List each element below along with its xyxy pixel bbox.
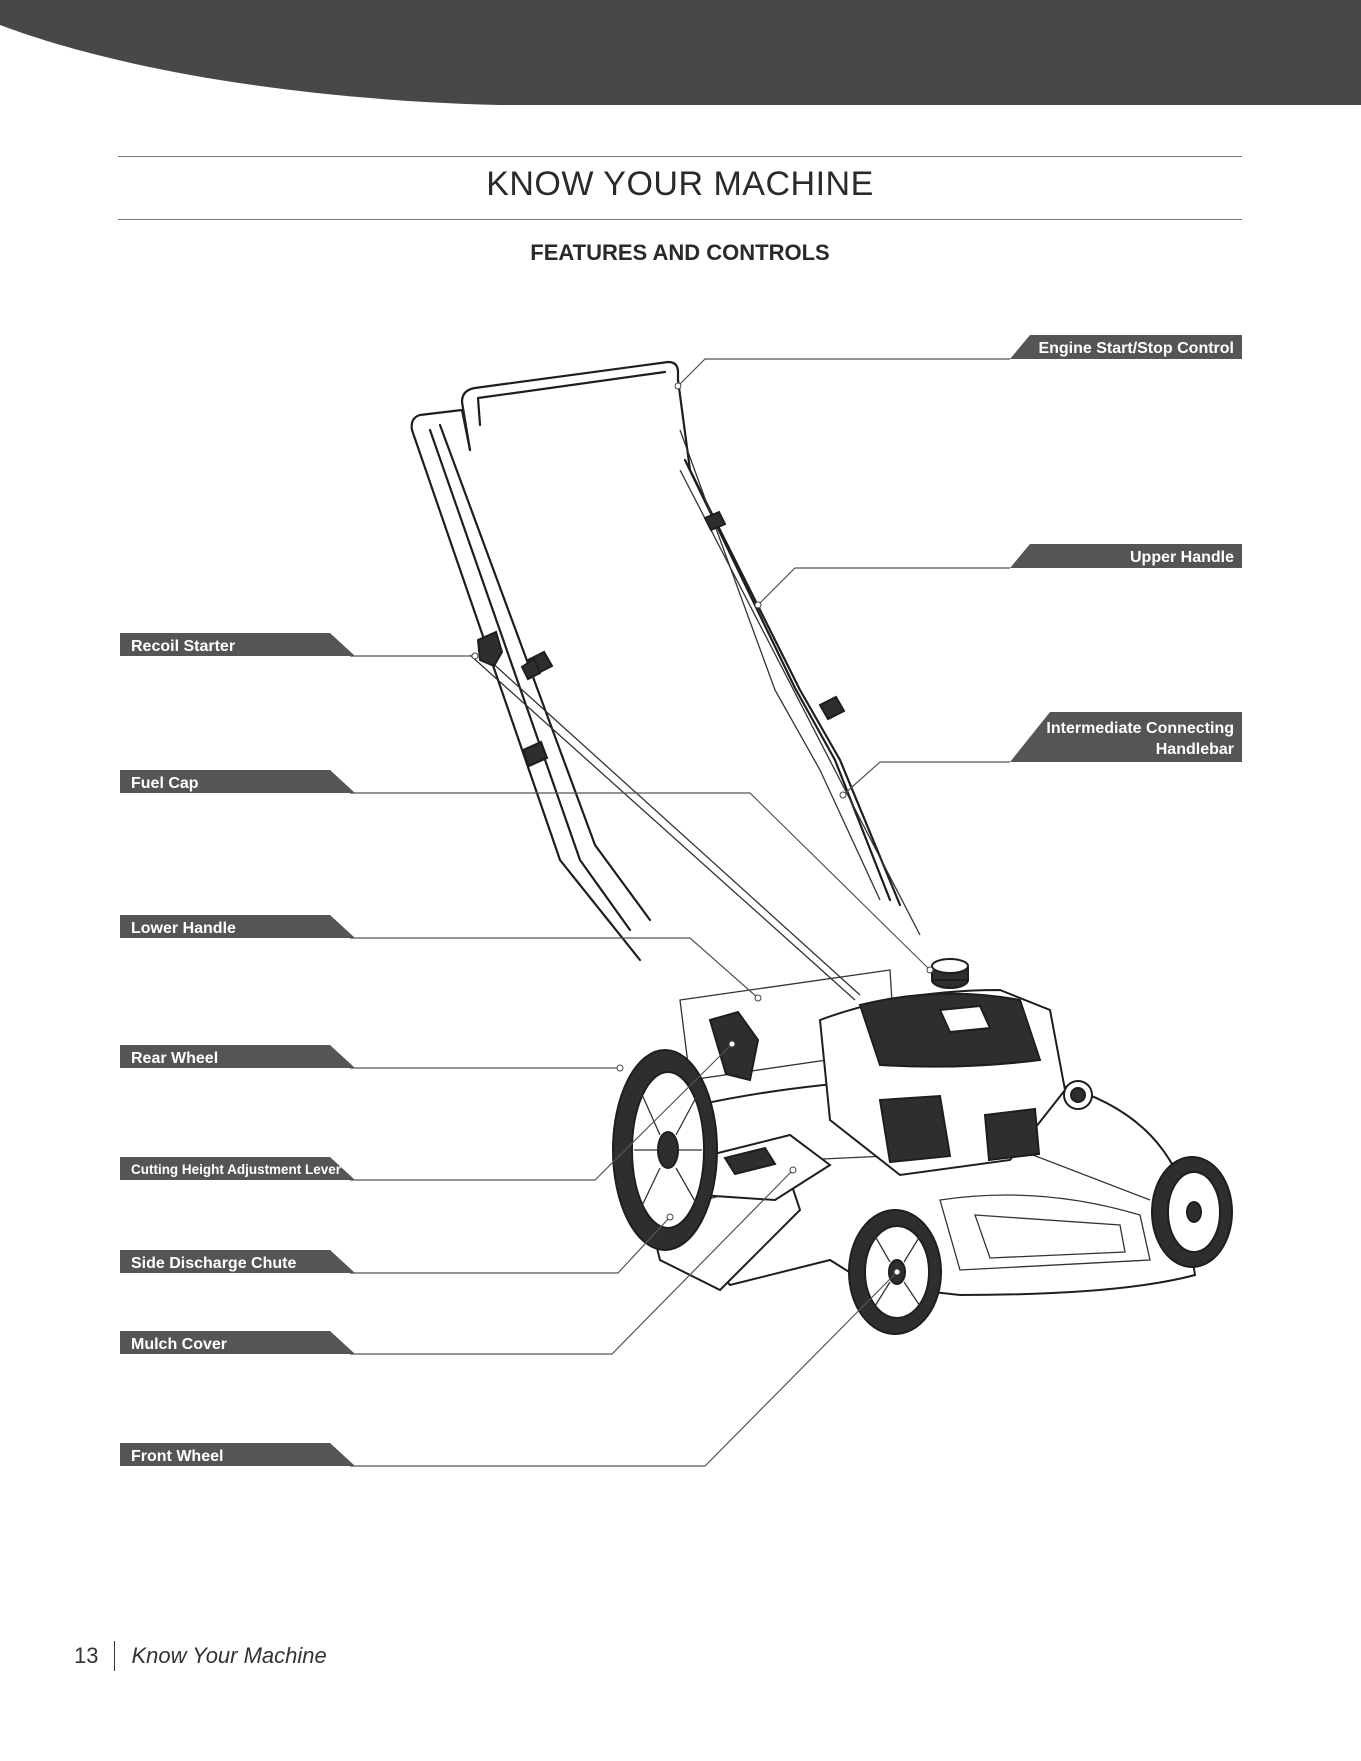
label-text: Recoil Starter [131,638,235,655]
label-fuel-cap: Fuel Cap [120,770,355,793]
label-upper-handle: Upper Handle [1010,544,1242,568]
label-side-discharge-chute: Side Discharge Chute [120,1250,355,1273]
label-recoil-starter: Recoil Starter [120,633,355,656]
label-text-line1: Intermediate Connecting [1046,720,1234,737]
label-text-line2: Handlebar [1156,741,1234,758]
label-mulch-cover: Mulch Cover [120,1331,355,1354]
label-text: Upper Handle [1130,549,1234,566]
footer-divider [114,1641,115,1671]
page-footer: 13 Know Your Machine [74,1640,327,1672]
label-text: Rear Wheel [131,1050,218,1067]
label-text: Fuel Cap [131,775,199,792]
label-cutting-height-adjustment-lever: Cutting Height Adjustment Lever [120,1157,355,1180]
label-lower-handle: Lower Handle [120,915,355,938]
label-text: Mulch Cover [131,1336,227,1353]
page-number: 13 [74,1643,98,1669]
label-text: Side Discharge Chute [131,1255,296,1272]
label-text: Lower Handle [131,920,236,937]
label-text: Front Wheel [131,1448,223,1465]
label-rear-wheel: Rear Wheel [120,1045,355,1068]
label-front-wheel: Front Wheel [120,1443,355,1466]
label-intermediate-connecting-handlebar: Intermediate Connecting Handlebar [1010,712,1242,762]
label-engine-start-stop-control: Engine Start/Stop Control [1010,335,1242,359]
label-text: Engine Start/Stop Control [1038,340,1234,357]
label-text: Cutting Height Adjustment Lever [131,1161,342,1177]
footer-title: Know Your Machine [131,1643,326,1669]
lawn-mower-illustration [412,362,1232,1334]
